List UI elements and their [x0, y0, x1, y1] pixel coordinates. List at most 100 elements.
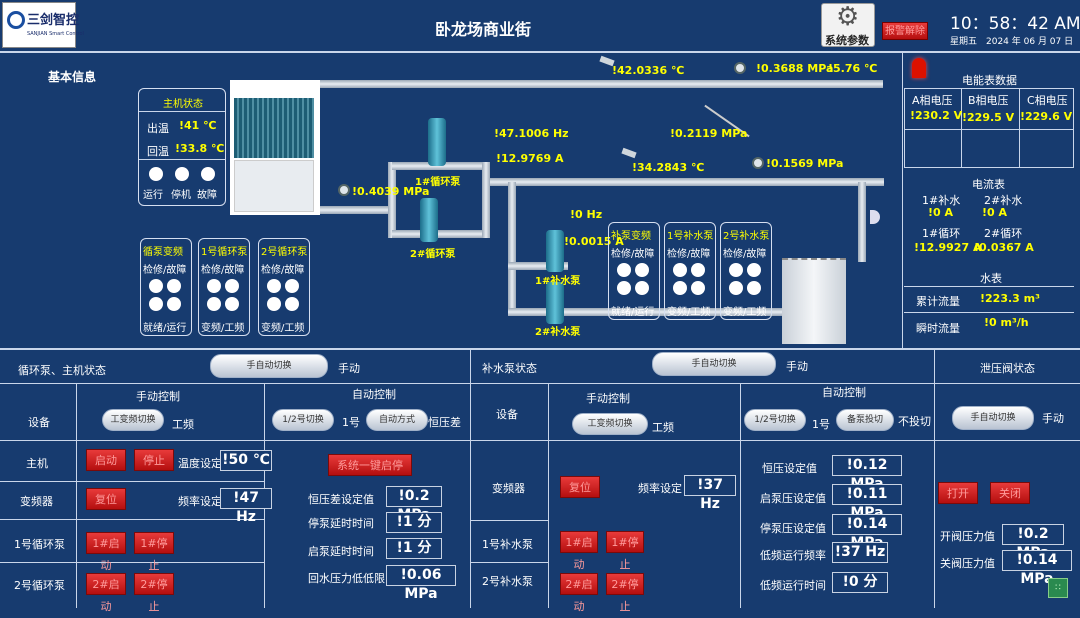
fill-setting-value[interactable]: !0.11 MPa	[832, 484, 902, 521]
header-divider	[0, 51, 1080, 53]
current-title: 电流表	[972, 178, 1005, 191]
a-voltage-label: A相电压	[912, 94, 953, 107]
clock: 10：58：42 AM	[950, 14, 1080, 34]
indicator	[617, 263, 631, 277]
fill-manual-title: 手动控制	[586, 392, 630, 405]
c-voltage-label: C相电压	[1027, 94, 1068, 107]
pump-2-fill	[546, 282, 564, 324]
temp-return: !34.2843 ℃	[632, 161, 705, 174]
temp-set-input[interactable]: !50 ℃	[220, 450, 272, 471]
fill-pump2-stop[interactable]: 2#停止	[606, 573, 644, 613]
fill-setting-label: 恒压设定值	[762, 462, 817, 475]
open-pressure-value[interactable]: !0.2 MPa	[1002, 524, 1064, 561]
circ-reset-button[interactable]: 复位	[86, 488, 126, 510]
pipe-host-out	[318, 206, 393, 214]
run-indicator	[149, 167, 163, 181]
circ-setting-value[interactable]: !0.06 MPa	[386, 565, 456, 602]
fill-12-switch[interactable]: 1/2号切换	[744, 409, 806, 431]
one-key-button[interactable]: 系统一键启停	[328, 454, 412, 476]
relief-open-button[interactable]: 打开	[938, 482, 978, 504]
fill-pump1-start[interactable]: 1#启动	[560, 531, 598, 571]
cur-2-circ-label: 2#循环	[984, 227, 1023, 240]
alarm-light-icon	[912, 58, 926, 78]
circ-freq-switch[interactable]: 工变频切换	[102, 409, 164, 431]
status-box-top: 检修/故障	[611, 249, 655, 260]
indicator	[285, 297, 299, 311]
fill-pump2-start[interactable]: 2#启动	[560, 573, 598, 613]
circ-12-switch[interactable]: 1/2号切换	[272, 409, 334, 431]
circ-setting-value[interactable]: !1 分	[386, 538, 442, 559]
fill-setting-value[interactable]: !0.14 MPa	[832, 514, 902, 551]
alarm-reset-button[interactable]: 报警解除	[882, 22, 928, 40]
status-box: 循泵变频 检修/故障 就绪/运行	[140, 238, 192, 336]
relief-close-button[interactable]: 关闭	[990, 482, 1030, 504]
pump-1-circ	[428, 118, 446, 166]
circ-pump2-label: 2号循环泵	[14, 579, 65, 592]
fill-reset-button[interactable]: 复位	[560, 476, 600, 498]
status-box-top: 检修/故障	[261, 265, 305, 276]
pump-2-circ	[420, 198, 438, 242]
fill-setting-value[interactable]: !0.12 MPa	[832, 455, 902, 492]
indicator	[747, 263, 761, 277]
circ-freq-set-input[interactable]: !47 Hz	[220, 488, 272, 525]
fill-freq-switch[interactable]: 工变频切换	[572, 413, 648, 435]
circ-pump2-start[interactable]: 2#启动	[86, 573, 126, 613]
system-params-button[interactable]: ⚙ 系统参数	[821, 2, 875, 47]
fill-setting-label: 停泵压设定值	[760, 522, 826, 535]
temp-diff: !5.76 ℃	[828, 62, 878, 75]
indicator	[149, 297, 163, 311]
cur-2-circ-value: !0.0367 A	[974, 241, 1034, 254]
weekday: 星期五	[950, 37, 978, 47]
circ-setting-value[interactable]: !0.2 MPa	[386, 486, 442, 523]
host-status-panel: 主机状态 出温 !41 ℃ 回温 !33.8 ℃ 运行 停机 故障	[138, 88, 226, 206]
fill-frequency: !0 Hz	[570, 208, 603, 221]
fill-setting-value[interactable]: !0 分	[832, 572, 888, 593]
close-pressure-value[interactable]: !0.14 MPa	[1002, 550, 1072, 587]
logo-text: 三剑智控	[27, 13, 80, 28]
fill-mode-switch[interactable]: 手自动切换	[652, 352, 776, 376]
fill-freq-set-input[interactable]: !37 Hz	[684, 475, 736, 512]
indicator	[225, 297, 239, 311]
circ-no1: 1号	[342, 416, 360, 429]
out-temp-label: 出温	[147, 122, 169, 135]
status-box-top: 检修/故障	[201, 265, 245, 276]
cur-1-fill-value: !0 A	[928, 206, 954, 219]
voltage-table	[904, 88, 1074, 168]
circ-mode-value: 手动	[338, 362, 360, 375]
fill-pump-1-label: 1#补水泵	[535, 276, 581, 287]
circ-pump1-start[interactable]: 1#启动	[86, 532, 126, 572]
circ-pump2-stop[interactable]: 2#停止	[134, 573, 174, 613]
host-start-button[interactable]: 启动	[86, 449, 126, 471]
cur-2-fill-label: 2#补水	[984, 194, 1023, 207]
fill-spare-switch[interactable]: 备泵投切	[836, 409, 894, 431]
host-stop-button[interactable]: 停止	[134, 449, 174, 471]
circ-mode-switch[interactable]: 手自动切换	[210, 354, 328, 378]
fill-freq-set-label: 频率设定	[638, 482, 682, 495]
grid-icon[interactable]: ∷	[1048, 578, 1068, 598]
circ-pump1-stop[interactable]: 1#停止	[134, 532, 174, 572]
fill-device-label: 设备	[496, 408, 518, 421]
pressure-supply: !0.3688 MPa	[756, 62, 834, 75]
a-voltage-value: !230.2 V	[910, 109, 963, 122]
status-box: 补泵变频 检修/故障 就绪/运行	[608, 222, 660, 320]
circ-auto-mode-switch[interactable]: 自动方式	[366, 409, 428, 431]
inst-flow-value: !0 m³/h	[984, 316, 1029, 329]
fill-setting-value[interactable]: !37 Hz	[832, 542, 888, 563]
pipe-tank-down	[858, 182, 866, 262]
pipe-fill-main	[508, 182, 516, 314]
pipe-loop-right	[482, 162, 490, 238]
fill-setting-label: 低频运行时间	[760, 579, 826, 592]
circ-device-label: 设备	[28, 416, 50, 429]
logo-subtext: SANJIAN Smart Control	[27, 31, 84, 37]
indicator	[617, 281, 631, 295]
relief-mode-switch[interactable]: 手自动切换	[952, 406, 1034, 430]
circ-setting-value[interactable]: !1 分	[386, 512, 442, 533]
fill-mode-value: 手动	[786, 360, 808, 373]
fill-pump1-stop[interactable]: 1#停止	[606, 531, 644, 571]
status-box-bottom: 变频/工频	[201, 323, 245, 334]
indicator	[207, 297, 221, 311]
c-voltage-value: !229.6 V	[1020, 110, 1073, 123]
pump-2-label: 2#循环泵	[410, 249, 456, 260]
indicator	[691, 263, 705, 277]
status-box-bottom: 变频/工频	[723, 307, 767, 318]
